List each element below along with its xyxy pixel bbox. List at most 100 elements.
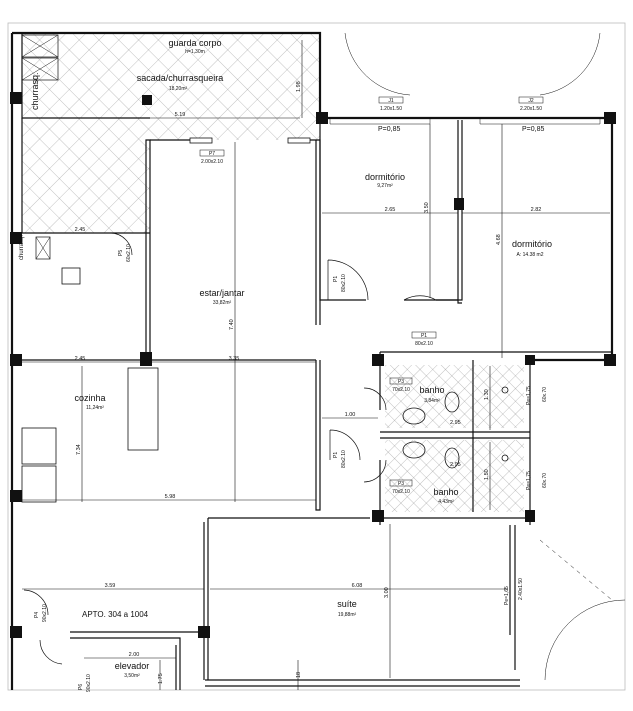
door-p6 (39, 639, 63, 665)
sill-j2: P=0,85 (522, 126, 544, 133)
dim-350: 3.50 (424, 202, 430, 213)
dim-200: 2.00 (129, 652, 140, 658)
diagonal-dashed (539, 539, 613, 601)
laundry-sink (61, 267, 81, 285)
label-sacada-area: 18,20m² (169, 86, 188, 92)
dim-359: 3.59 (105, 583, 116, 589)
label-churrasq: churrasq. (30, 72, 40, 110)
label-banho-2: banho (433, 487, 458, 497)
label-elevador-area: 3,50m² (124, 673, 140, 679)
label-estar-jantar-area: 33,82m² (213, 300, 232, 306)
wall-bottom (205, 679, 520, 687)
label-dormitorio-1-area: 9,27m² (377, 183, 393, 189)
balcony-floor-left (22, 118, 150, 233)
sill-pe-bath1: Pe=1,75 (526, 386, 532, 405)
wall-bedrooms-top (320, 116, 614, 360)
tag-window-suite: 2.40x1.50 (518, 578, 524, 600)
dim-175: 1.75 (158, 673, 164, 684)
dim-18: 18 (296, 672, 302, 678)
column (604, 354, 616, 366)
tag-p4: P4 (34, 612, 40, 618)
sill-pe-bath2: Pe=1,75 (526, 471, 532, 490)
dim-100: 1.00 (345, 412, 356, 418)
bbq-box-side (35, 236, 51, 260)
label-suite-area: 19,88m² (338, 612, 357, 618)
bbq-box-top (21, 34, 59, 58)
label-suite: suíte (337, 599, 357, 609)
stove (21, 427, 57, 465)
fridge (21, 465, 57, 503)
column (10, 626, 22, 638)
window-p7-left (189, 137, 213, 144)
dim-150: 1.50 (484, 469, 490, 480)
column (604, 112, 616, 124)
column (372, 354, 384, 366)
tag-j2-box (518, 96, 544, 104)
tag-p6: P6 (78, 684, 84, 690)
bbq-box-bottom (21, 57, 59, 81)
label-cozinha: cozinha (74, 393, 105, 403)
bath2-toilet (444, 447, 460, 469)
column (10, 354, 22, 366)
label-sacada: sacada/churrasqueira (137, 73, 224, 83)
tag-p7: P7 (209, 151, 215, 157)
tag-p1-hall: P1 (333, 452, 339, 458)
tag-j1: J1 (388, 98, 394, 104)
bath2-floor (385, 440, 473, 512)
label-cozinha-area: 11,24m² (86, 405, 104, 411)
dim-130: 1.30 (484, 389, 490, 400)
column (10, 490, 22, 502)
label-banho-1: banho (419, 385, 444, 395)
dim-295b: 2.95 (450, 462, 461, 468)
dim-295a: 2.95 (450, 420, 461, 426)
column (198, 626, 210, 638)
arc-top-left (344, 32, 411, 96)
column (525, 355, 535, 365)
bath1-floor (385, 365, 473, 428)
tag-j2-size: 2.20x1.50 (520, 106, 542, 112)
page-frame (7, 22, 626, 691)
sill-pe-suite: Pe=1,65 (504, 586, 510, 605)
tag-p7-box (199, 149, 225, 157)
tag-p1-hall-size: 80x2.10 (341, 450, 347, 468)
tag-p1-box (411, 331, 437, 339)
window-sills (329, 118, 601, 125)
label-guarda-corpo-sub: h=1,30m (185, 49, 205, 55)
tag-p3-bath2-size: 70x2.10 (392, 489, 410, 495)
label-apto: APTO. 304 a 1004 (82, 610, 149, 619)
balcony-floor-strip (150, 118, 320, 140)
dim-740: 7.40 (229, 319, 235, 330)
dim-734: 7.34 (76, 444, 82, 455)
tag-p1-bed1: P1 (333, 276, 339, 282)
tag-p7-size: 2.00x2.10 (201, 159, 223, 165)
dim-198: 1.98 (296, 81, 302, 92)
door-bed2 (403, 295, 437, 301)
tag-p3-bath1-size: 70x2.10 (392, 387, 410, 393)
tag-p1-bed1-size: 80x2.10 (341, 274, 347, 292)
tag-p3a-box (389, 377, 413, 385)
wall-bed-divider-cap (457, 300, 462, 304)
label-banho-2-area: 4,43m² (438, 499, 454, 505)
door-bath1 (363, 387, 387, 411)
bath1-sink (402, 407, 426, 425)
column (316, 112, 328, 124)
label-churrasq-side: churrasq. (19, 235, 25, 260)
label-elevador: elevador (115, 661, 150, 671)
dim-468: 4.68 (496, 234, 502, 245)
label-dormitorio-2-area: A: 14.38 m2 (517, 252, 544, 258)
dim-335: 3.35 (229, 356, 240, 362)
shower2-floor (474, 440, 524, 512)
tag-p1-bed2: P1 (421, 333, 427, 339)
tag-p5-size: 60x2.10 (126, 244, 132, 262)
tag-p3b-box (389, 479, 413, 487)
pillar-balcony (142, 95, 152, 105)
column (10, 232, 22, 244)
tag-p1-bed2-size: 80x2.10 (415, 341, 433, 347)
kitchen-island (127, 367, 159, 451)
wall-bed1-left (319, 118, 366, 301)
tag-p4-size: 90x2.10 (42, 604, 48, 622)
label-guarda-corpo: guarda corpo (168, 38, 221, 48)
tag-j1-box (378, 96, 404, 104)
bath2-sink (402, 441, 426, 459)
